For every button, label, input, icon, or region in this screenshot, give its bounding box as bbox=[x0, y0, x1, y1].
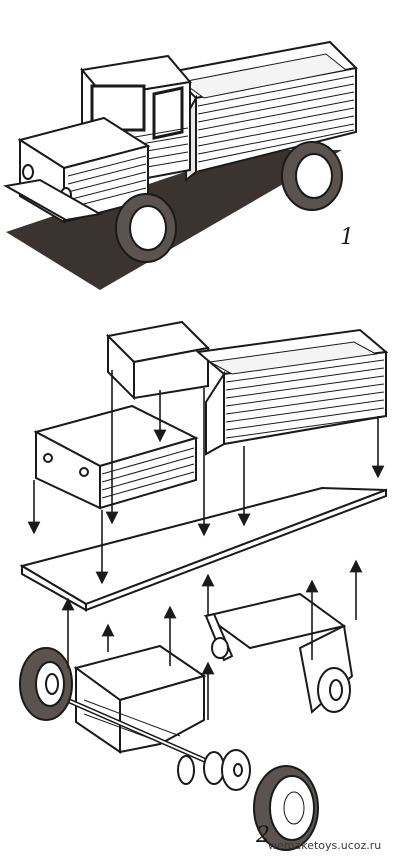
watermark-text: wemaketoys.ucoz.ru bbox=[268, 839, 381, 852]
rear-axle-bracket bbox=[203, 592, 354, 714]
side-window bbox=[152, 86, 184, 140]
wheel-left bbox=[19, 647, 73, 721]
hood bbox=[3, 116, 151, 224]
rear-wheel bbox=[281, 141, 343, 211]
spacer-collar bbox=[177, 751, 225, 785]
wheel-right bbox=[253, 765, 319, 851]
front-axle-bracket bbox=[73, 644, 207, 754]
front-wheel bbox=[115, 193, 177, 263]
washer bbox=[221, 749, 251, 791]
cab-block bbox=[105, 320, 211, 401]
figure-label-2: 2 bbox=[255, 823, 270, 848]
hood-hole-right bbox=[79, 467, 89, 477]
assembly-arrows bbox=[27, 370, 385, 720]
hood-block bbox=[33, 404, 199, 510]
chassis-plate bbox=[19, 486, 387, 612]
figure-label-1: 1 bbox=[340, 225, 354, 250]
bumper bbox=[3, 178, 103, 222]
axle-rod bbox=[56, 693, 220, 769]
cargo-bed bbox=[167, 40, 359, 183]
cargo-bed-part bbox=[195, 328, 389, 456]
headlight-left bbox=[22, 164, 34, 180]
assembled-truck-figure bbox=[3, 40, 359, 290]
hood-hole-left bbox=[43, 453, 53, 463]
exploded-view-figure bbox=[19, 320, 389, 851]
